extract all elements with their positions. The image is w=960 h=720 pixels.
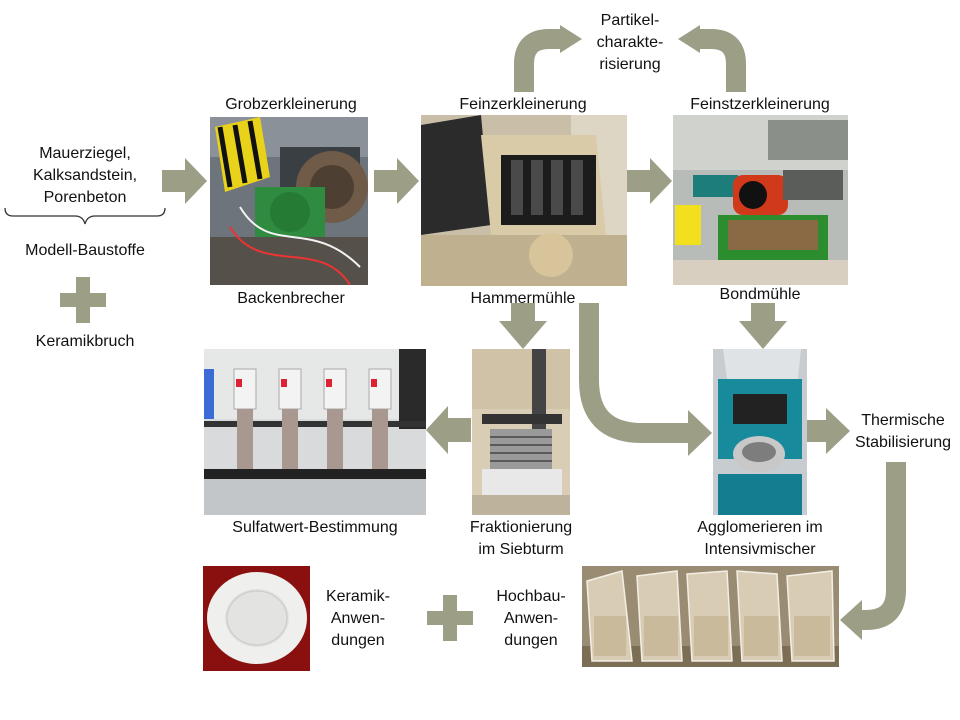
arrow-fein-to-agglo-head xyxy=(688,410,712,456)
feinst-title: Feinstzerkleinerung xyxy=(690,96,830,113)
ceramic-scrap-label: Keramikbruch xyxy=(35,333,135,350)
materials-label: Mauerziegel, Kalksandstein, Porenbeton xyxy=(32,145,138,206)
intensive-mixer-photo xyxy=(713,349,807,515)
feinst-machine-label: Bondmühle xyxy=(719,286,801,303)
grob-title: Grobzerkleinerung xyxy=(225,96,357,113)
hammer-mill-photo xyxy=(421,115,627,286)
building-applications-label: Hochbau- Anwen- dungen xyxy=(496,588,566,649)
fractionation-label: Fraktionierung im Siebturm xyxy=(469,519,573,558)
arrow-thermo-to-hochbau-head xyxy=(840,600,862,640)
arrow-down-to-agglo xyxy=(739,303,787,349)
arrow-fein-to-agglo xyxy=(579,303,690,443)
group-label-modell-baustoffe: Modell-Baustoffe xyxy=(25,242,145,259)
arrow-frak-to-sulfat xyxy=(426,406,471,454)
arrow-agglo-to-thermo xyxy=(806,408,850,454)
plus-icon-input xyxy=(60,277,106,323)
arrow-down-to-frak xyxy=(499,303,547,349)
arrow-to-partikel-head xyxy=(560,25,582,53)
arrow-thermo-to-hochbau xyxy=(858,462,906,630)
agglomeration-label: Agglomerieren im Intensivmischer xyxy=(697,519,823,558)
fein-machine-label: Hammermühle xyxy=(470,290,576,307)
sieve-tower-photo xyxy=(472,349,570,515)
partikel-label: Partikel- charakte- risierung xyxy=(596,12,664,73)
ceramic-plate-photo xyxy=(203,566,310,671)
arrow-from-feinst xyxy=(698,29,746,92)
fein-title: Feinzerkleinerung xyxy=(459,96,587,113)
materials-brace xyxy=(4,207,166,225)
granulate-bags-photo xyxy=(582,566,839,667)
thermal-stabilization-label: Thermische Stabilisierung xyxy=(854,412,952,451)
plus-icon-applications xyxy=(427,595,473,641)
ceramic-applications-label: Keramik- Anwen- dungen xyxy=(325,588,390,649)
grob-machine-label: Backenbrecher xyxy=(237,290,345,307)
arrow-to-partikel xyxy=(514,29,562,92)
arrow-fein-to-feinst xyxy=(627,158,672,204)
sulfate-test-photo xyxy=(204,349,426,515)
arrow-input-to-grob xyxy=(162,158,207,204)
arrow-from-feinst-head xyxy=(678,25,700,53)
jaw-crusher-photo xyxy=(210,117,368,285)
sulfate-label: Sulfatwert-Bestimmung xyxy=(232,519,398,536)
arrow-grob-to-fein xyxy=(374,158,419,204)
bond-mill-photo xyxy=(673,115,848,285)
